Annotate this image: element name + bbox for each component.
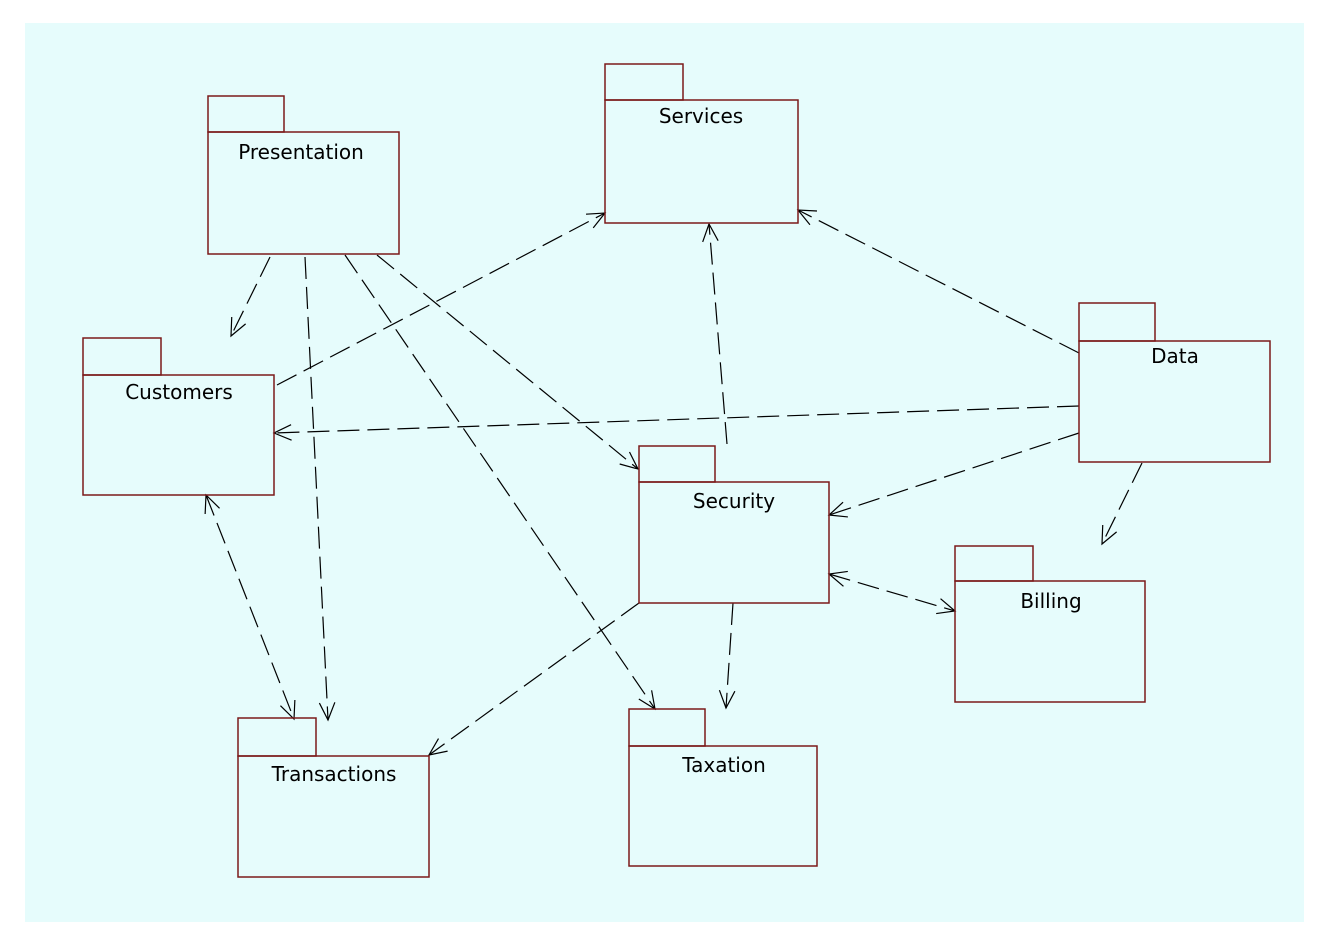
arrowhead: [702, 222, 719, 243]
package-billing: Billing: [954, 545, 1146, 703]
dependency-security-to-billing: [827, 570, 957, 615]
package-label: Services: [659, 104, 743, 128]
dependency-line: [273, 405, 1080, 434]
package-body: [628, 745, 818, 867]
dependency-security-to-transactions: [427, 602, 640, 756]
arrowhead: [280, 699, 296, 721]
dependency-data-to-billing: [1101, 462, 1143, 546]
package-body: [1078, 340, 1271, 463]
dependency-line: [828, 573, 956, 612]
dependency-line: [797, 209, 1080, 354]
package-tab: [604, 63, 684, 101]
arrowhead: [1101, 524, 1118, 546]
package-data: Data: [1078, 302, 1271, 463]
dependency-line: [205, 494, 295, 720]
package-body: [237, 755, 430, 878]
package-body: [954, 580, 1146, 703]
arrowhead: [796, 209, 818, 226]
package-label: Transactions: [271, 762, 397, 786]
arrowhead: [718, 689, 736, 710]
dependency-security-to-services: [702, 222, 728, 445]
package-services: Services: [604, 63, 799, 224]
dependency-presentation-to-transactions: [304, 256, 336, 722]
dependency-line: [304, 256, 329, 721]
package-body: [82, 374, 275, 496]
dependency-line: [376, 254, 639, 470]
dependency-line: [344, 254, 656, 710]
dependency-line: [230, 256, 271, 337]
package-body: [638, 481, 830, 604]
arrowhead: [427, 738, 448, 756]
package-tab: [237, 717, 317, 757]
dependency-presentation-to-security: [376, 254, 640, 470]
package-label: Billing: [1020, 589, 1081, 613]
dependency-line: [276, 212, 606, 386]
package-presentation: Presentation: [207, 95, 400, 255]
package-security: Security: [638, 445, 830, 604]
dependency-data-to-security: [827, 432, 1080, 518]
package-label: Security: [693, 489, 775, 513]
dependency-presentation-to-customers: [230, 256, 271, 338]
package-tab: [1078, 302, 1156, 342]
dependency-line: [428, 602, 640, 756]
dependency-data-to-services: [796, 209, 1080, 354]
package-label: Taxation: [681, 753, 766, 777]
package-tab: [954, 545, 1034, 582]
arrowhead: [936, 598, 957, 615]
package-taxation: Taxation: [628, 708, 818, 867]
dependency-security-to-taxation: [718, 602, 736, 710]
dependency-line: [725, 602, 734, 709]
package-tab: [638, 445, 716, 483]
dependency-customers-to-transactions: [204, 493, 296, 721]
dependency-line: [708, 223, 728, 445]
dependency-line: [1101, 462, 1143, 545]
package-body: [604, 99, 799, 224]
package-label: Data: [1151, 344, 1199, 368]
package-label: Presentation: [238, 140, 364, 164]
dependency-presentation-to-taxation: [344, 254, 656, 711]
package-tab: [82, 337, 162, 376]
package-tab: [207, 95, 285, 133]
arrowhead: [619, 451, 640, 470]
dependency-data-to-customers: [272, 405, 1080, 441]
package-transactions: Transactions: [237, 717, 430, 878]
package-customers: Customers: [82, 337, 275, 496]
package-body: [207, 131, 400, 255]
dependency-line: [828, 432, 1080, 516]
arrowhead: [585, 212, 607, 229]
arrowhead: [230, 316, 247, 338]
dependency-customers-to-services: [276, 212, 607, 386]
arrowhead: [318, 702, 336, 722]
package-tab: [628, 708, 706, 747]
package-label: Customers: [125, 380, 233, 404]
